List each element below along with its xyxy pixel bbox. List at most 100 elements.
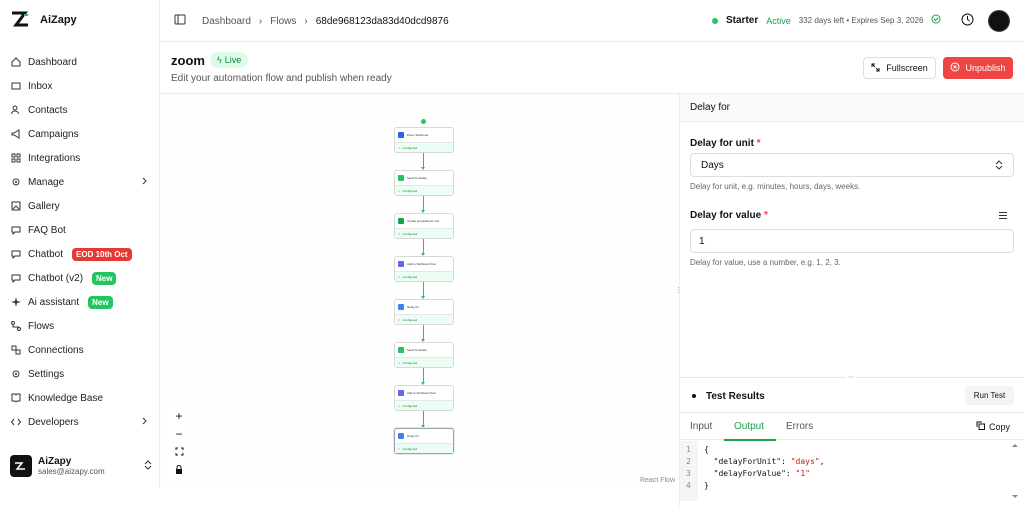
tab-errors[interactable]: Errors (786, 421, 814, 432)
sidebar-item-label: Gallery (28, 200, 60, 212)
grip-handle-icon[interactable]: ⋯ (846, 374, 856, 381)
history-icon[interactable] (961, 13, 974, 29)
code-line: "delayForValue": "1" (713, 469, 810, 478)
account-switcher[interactable]: AiZapy sales@aizapy.com (10, 454, 152, 478)
tab-input[interactable]: Input (690, 421, 713, 432)
node-type-icon (398, 304, 404, 310)
flow-node[interactable]: Add to Subflows Flow✓Configured (394, 385, 454, 411)
breadcrumb-flows[interactable]: Flows (270, 15, 297, 27)
flow-node[interactable]: Delay for✓Configured (394, 428, 454, 454)
chat-icon (11, 225, 21, 235)
resize-handle[interactable]: ⋮ (675, 286, 682, 294)
sidebar-item-knowledge-base[interactable]: Knowledge Base (0, 386, 160, 410)
sidebar-item-label: Knowledge Base (28, 392, 104, 404)
sidebar-item-inbox[interactable]: Inbox (0, 74, 160, 98)
flow-edge (423, 325, 424, 339)
sidebar-item-settings[interactable]: Settings (0, 362, 160, 386)
flow-node-title: Send Template (407, 176, 427, 180)
bolt-icon: ϟ (217, 55, 222, 65)
sidebar-item-contacts[interactable]: Contacts (0, 98, 160, 122)
delay-unit-help: Delay for unit, e.g. minutes, hours, day… (690, 182, 861, 191)
flow-node[interactable]: Zoom Webhook✓Configured (394, 127, 454, 153)
delay-value-input[interactable]: 1 (690, 229, 1014, 253)
sidebar-item-connections[interactable]: Connections (0, 338, 160, 362)
unpublish-button[interactable]: Unpublish (943, 57, 1013, 79)
sidebar-item-gallery[interactable]: Gallery (0, 194, 160, 218)
flow-node-header: Add to Subflows Flow (395, 257, 453, 271)
sidebar-item-label: Manage (28, 176, 65, 188)
flow-node-header: Create spreadsheet row (395, 214, 453, 228)
check-icon: ✓ (398, 231, 401, 236)
delay-unit-value: Days (701, 159, 724, 171)
react-flow-attribution[interactable]: React Flow (639, 477, 675, 484)
flow-node-status-label: Configured (402, 403, 418, 408)
output-code-editor[interactable]: 1 2 3 4 { "delayForUnit": "days", "delay… (680, 441, 1010, 501)
sidebar-item-dashboard[interactable]: Dashboard (0, 50, 160, 74)
check-icon: ✓ (398, 446, 401, 451)
flow-edge (423, 196, 424, 210)
delay-unit-label-text: Delay for unit (690, 138, 754, 149)
sidebar-item-label: Inbox (28, 80, 53, 92)
delay-value-label-text: Delay for value (690, 210, 762, 221)
flow-edge-arrow (421, 296, 425, 299)
code-line: "delayForUnit": "days", (713, 457, 825, 466)
delay-unit-select[interactable]: Days (690, 153, 1014, 177)
sidebar-item-manage[interactable]: Manage (0, 170, 160, 194)
bullet-icon (692, 394, 696, 398)
flow-node-header: Send Template (395, 343, 453, 357)
check-icon: ✓ (398, 188, 401, 193)
sidebar-item-ai-assistant[interactable]: Ai assistant New (0, 290, 160, 314)
sidebar-item-faq-bot[interactable]: FAQ Bot (0, 218, 160, 242)
sidebar-item-label: Integrations (28, 152, 81, 164)
user-avatar[interactable] (988, 10, 1010, 32)
sidebar-item-developers[interactable]: Developers (0, 410, 160, 434)
test-results-title: Test Results (706, 390, 765, 402)
copy-button[interactable]: Copy (976, 421, 1010, 432)
sidebar-item-chatbot[interactable]: Chatbot EOD 10th Oct (0, 242, 160, 266)
flow-node-status: ✓Configured (395, 185, 453, 195)
flow-node[interactable]: Send Template✓Configured (394, 342, 454, 368)
flow-node[interactable]: Delay for✓Configured (394, 299, 454, 325)
aizapy-logo-icon (10, 10, 34, 30)
check-icon: ✓ (398, 145, 401, 150)
plan-status: Starter Active 332 days left • Expires S… (712, 14, 941, 27)
lock-button[interactable] (170, 461, 188, 478)
logo[interactable]: AiZapy (10, 10, 77, 30)
sidebar-item-integrations[interactable]: Integrations (0, 146, 160, 170)
breadcrumb: Dashboard › Flows › 68de968123da83d40dcd… (174, 14, 449, 28)
flow-node-title: Create spreadsheet row (407, 219, 440, 223)
sidebar-item-label: Chatbot (28, 248, 64, 260)
fit-view-button[interactable] (170, 443, 188, 460)
flow-node[interactable]: Add to Subflows Flow✓Configured (394, 256, 454, 282)
sidebar-item-label: Chatbot (v2) (28, 272, 84, 284)
sidebar-item-chatbot-v2[interactable]: Chatbot (v2) New (0, 266, 160, 290)
avatar (10, 455, 32, 477)
users-icon (11, 105, 21, 115)
flow-node[interactable]: Create spreadsheet row ✓Configured (394, 213, 454, 239)
eod-badge: EOD 10th Oct (72, 247, 132, 261)
zoom-out-button[interactable]: − (170, 425, 188, 442)
breadcrumb-dashboard[interactable]: Dashboard (202, 15, 251, 27)
code-scrollbar[interactable] (1010, 441, 1020, 501)
sidebar-item-campaigns[interactable]: Campaigns (0, 122, 160, 146)
check-icon: ✓ (398, 317, 401, 322)
tab-output[interactable]: Output (734, 421, 765, 432)
result-tabs: Input Output Errors Copy (680, 412, 1024, 441)
grid-icon (11, 153, 21, 163)
flow-node-status-label: Configured (402, 360, 418, 365)
flow-node-status: ✓Configured (395, 228, 453, 238)
run-test-button[interactable]: Run Test (965, 386, 1014, 405)
check-circle-icon (931, 14, 941, 27)
zoom-in-button[interactable]: + (170, 407, 188, 424)
sidebar-toggle-icon[interactable] (174, 14, 186, 28)
page-subtitle: Edit your automation flow and publish wh… (171, 73, 392, 84)
flow-node-status-label: Configured (402, 145, 418, 150)
fullscreen-button[interactable]: Fullscreen (863, 57, 936, 79)
sparkle-icon (11, 297, 21, 307)
line-number: 1 (686, 445, 691, 454)
sidebar-item-flows[interactable]: Flows (0, 314, 160, 338)
node-type-icon (398, 175, 404, 181)
menu-icon[interactable] (998, 211, 1008, 223)
flow-node[interactable]: Send Template ✓Configured (394, 170, 454, 196)
